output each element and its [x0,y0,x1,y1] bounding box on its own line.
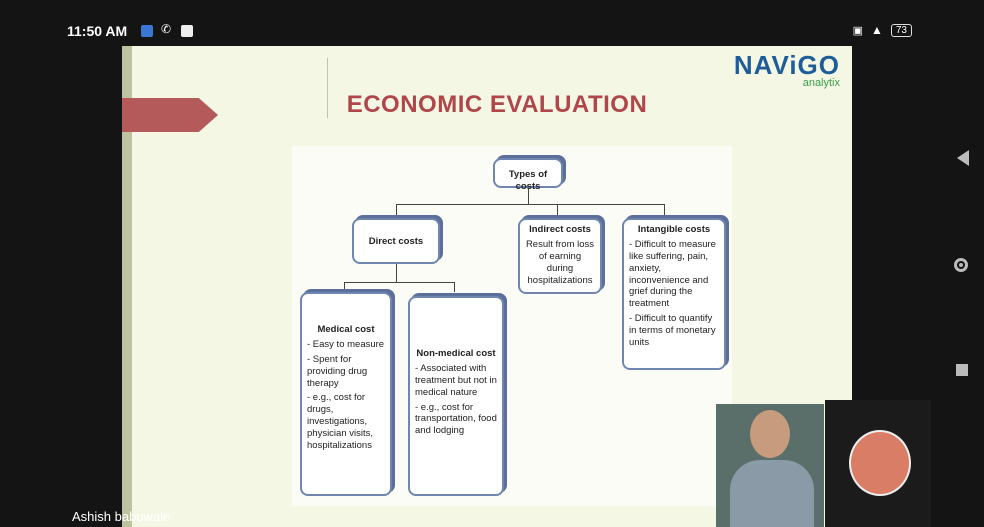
node-bullet: - Difficult to quantify in terms of mone… [629,313,716,348]
participant-name-label: Ashish babuwale [72,509,171,524]
signal-icon: ▲ [870,23,883,37]
presentation-slide: ECONOMIC EVALUATION NAViGO analytix Type… [122,46,852,527]
participant-body [730,460,814,527]
node-bullet: - Easy to measure [307,338,385,350]
node-text: Result from loss of earning during hospi… [525,238,595,286]
logo-text: NAViGO [733,50,840,80]
node-intangible-costs: Intangible costs - Difficult to measure … [622,218,726,370]
node-title: Medical cost [317,324,375,335]
node-bullet: - Spent for providing drug therapy [307,353,368,389]
node-bullet: - e.g., cost for drugs, investigations, … [307,392,373,451]
connector [396,204,397,218]
cost-types-diagram: Types of costs Direct costs Indirect cos… [292,146,732,506]
self-video-tile[interactable] [825,400,931,527]
connector [664,204,665,218]
navigo-logo: NAViGO analytix [734,50,840,89]
self-avatar [849,430,911,496]
node-title: Indirect costs [529,224,591,235]
node-title: Intangible costs [637,224,711,235]
recent-apps-icon[interactable] [956,364,968,376]
android-nav-bar [940,140,984,400]
node-direct-costs: Direct costs [352,218,440,264]
participant-video-tile[interactable] [716,404,824,527]
home-icon[interactable] [954,258,968,272]
node-bullet: - e.g., cost for transportation, food an… [415,401,497,437]
status-time: 11:50 AM [67,23,128,39]
node-title: Non-medical cost [416,348,496,359]
node-bullet: - Difficult to measure like suffering, p… [629,238,716,310]
node-title: Types of costs [508,169,548,192]
app-notification-icon [141,25,153,37]
connector [344,282,454,283]
connector [344,282,345,292]
connector [454,282,455,292]
phone-call-icon: ✆ [161,22,172,36]
connector [528,188,529,204]
logo-subtext: analytix [802,77,840,89]
participant-face [750,410,790,458]
connector [557,204,558,218]
node-indirect-costs: Indirect costs Result from loss of earni… [518,218,602,294]
connector [396,264,397,282]
node-bullet: - Associated with treatment but not in m… [415,362,497,398]
node-medical-cost: Medical cost - Easy to measure - Spent f… [300,292,392,496]
battery-indicator: 73 [890,23,912,37]
data-icon: ▣ [852,24,863,37]
status-bar: 11:50 AM ✆ ▣ ▲ 73 [55,18,930,46]
upload-icon [181,25,193,37]
node-non-medical-cost: Non-medical cost - Associated with treat… [408,296,504,496]
slide-title: ECONOMIC EVALUATION [346,91,648,118]
slide-arrow-decor [122,98,218,132]
slide-divider [327,58,328,118]
connector [396,204,664,205]
node-types-of-costs: Types of costs [493,158,563,192]
slide-decor-band [122,46,132,527]
node-title: Direct costs [368,236,424,247]
back-icon[interactable] [957,150,969,166]
